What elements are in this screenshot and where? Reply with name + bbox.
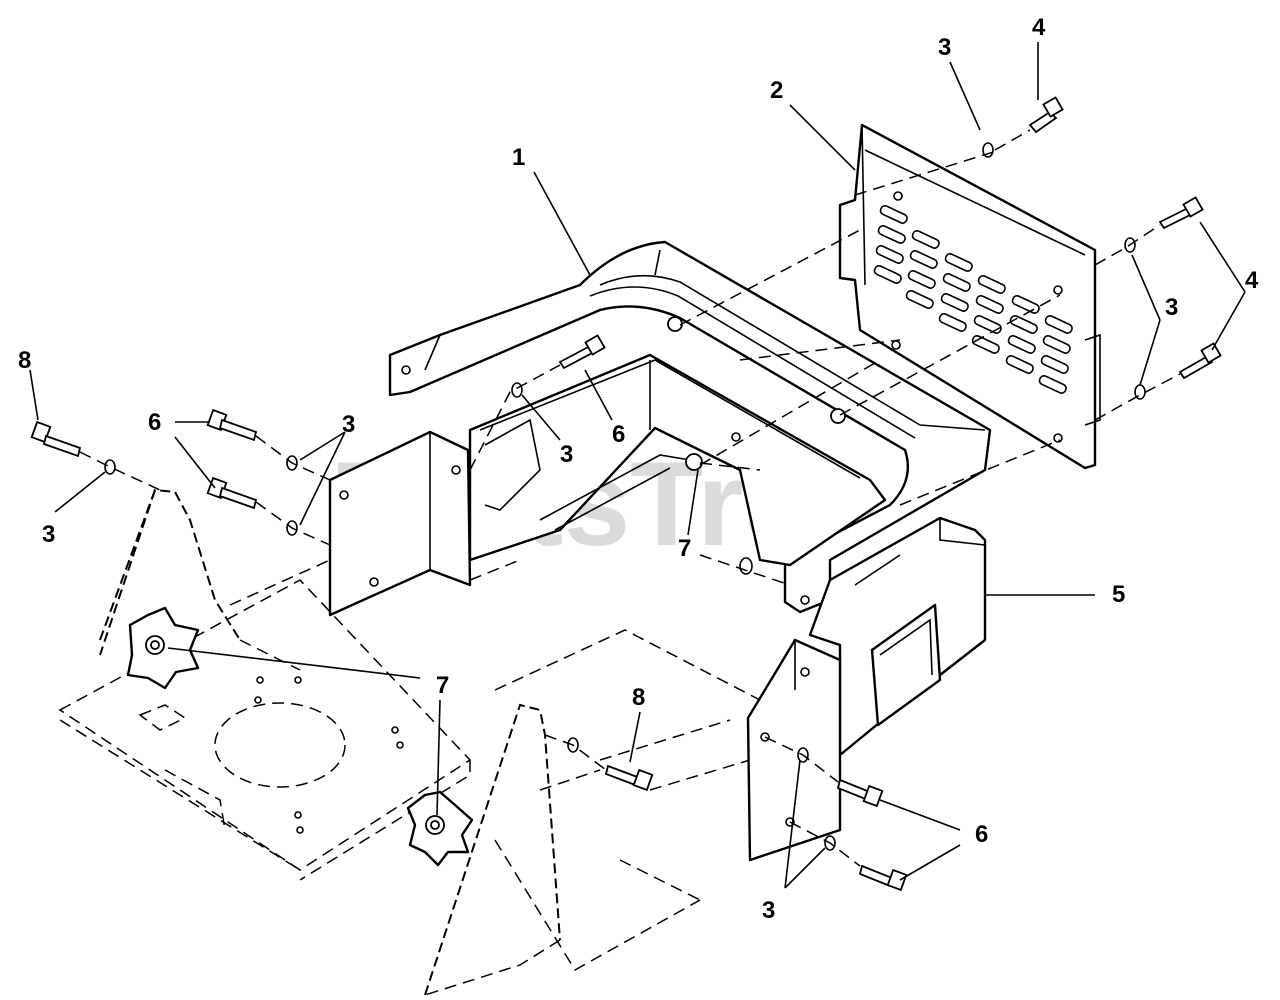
frame-outline-center xyxy=(424,629,761,996)
hardware xyxy=(30,96,1222,892)
leader-lines xyxy=(29,42,1246,889)
frame-outline-left xyxy=(58,488,472,881)
callout-3-bottom: 3 xyxy=(762,897,775,924)
callout-6-upper: 6 xyxy=(148,409,161,436)
callout-6-right: 6 xyxy=(975,821,988,848)
right-mounting-bracket xyxy=(746,638,842,862)
part-5-lower-cover xyxy=(808,516,987,757)
callout-5: 5 xyxy=(1112,581,1125,608)
star-knob-left xyxy=(126,606,200,690)
assembly-lines xyxy=(79,129,1181,867)
callout-8-left: 8 xyxy=(18,347,31,374)
callout-4-right: 4 xyxy=(1245,267,1259,294)
callout-3-left: 3 xyxy=(42,521,55,548)
callout-2: 2 xyxy=(770,77,783,104)
star-knob-center xyxy=(406,790,474,867)
callout-6-mid: 6 xyxy=(612,421,625,448)
vent-slots xyxy=(873,204,1073,394)
callouts: 1 2 3 4 3 4 8 6 3 3 6 3 7 5 7 8 6 3 xyxy=(18,14,1259,924)
callout-3-mid2: 3 xyxy=(560,441,573,468)
left-mounting-bracket xyxy=(328,430,472,617)
part-1-upper-cover xyxy=(388,240,992,614)
part-1-inner-tray xyxy=(468,353,887,567)
callout-3-right: 3 xyxy=(1165,294,1178,321)
callout-3-top: 3 xyxy=(938,34,951,61)
callout-7-mid: 7 xyxy=(678,535,691,562)
callout-7-low: 7 xyxy=(436,672,449,699)
part-2-vented-panel xyxy=(838,123,1101,470)
callout-4-top: 4 xyxy=(1032,14,1046,41)
callout-3-mid1: 3 xyxy=(342,411,355,438)
callout-1: 1 xyxy=(512,144,525,171)
callout-8-low: 8 xyxy=(632,684,645,711)
